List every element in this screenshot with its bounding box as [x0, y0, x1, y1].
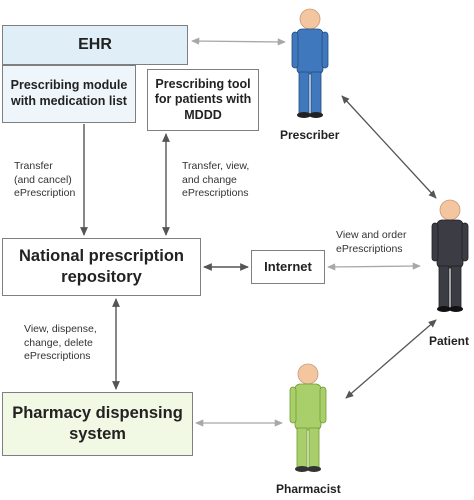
internet-box: Internet	[251, 250, 325, 284]
prescriber-patient-arrow	[341, 95, 437, 199]
pharmacy-system-label: Pharmacy dispensing system	[12, 404, 183, 443]
prescribing-module-label: Prescribing module with medication list	[10, 78, 128, 108]
patient-label: Patient	[429, 334, 470, 348]
ehr-prescriber-arrow	[191, 37, 286, 46]
national-repository-box: National prescription repository	[2, 238, 201, 296]
view-dispense-label: View, dispense, change, delete ePrescrip…	[24, 323, 97, 363]
transfer-view-change-label: Transfer, view, and change ePrescription…	[182, 160, 250, 200]
transfer-cancel-label: Transfer (and cancel) ePrescription	[14, 160, 76, 200]
prescriber-label: Prescriber	[280, 128, 340, 142]
internet-patient-arrow	[327, 262, 421, 271]
ehr-box: EHR	[2, 25, 188, 65]
prescribing-tool-label: Prescribing tool for patients with MDDD	[154, 76, 252, 122]
view-order-label: View and order ePrescriptions	[336, 229, 407, 255]
internet-label: Internet	[264, 258, 312, 274]
pharmacist-label: Pharmacist	[276, 482, 341, 496]
prescribing-tool-box: Prescribing tool for patients with MDDD	[147, 69, 259, 131]
pharmacy-system-box: Pharmacy dispensing system	[2, 392, 193, 456]
ehr-label: EHR	[78, 36, 112, 53]
national-repository-label: National prescription repository	[18, 247, 185, 286]
prescribing-module-box: Prescribing module with medication list	[2, 65, 136, 123]
patient-pharmacist-arrow	[345, 319, 437, 399]
